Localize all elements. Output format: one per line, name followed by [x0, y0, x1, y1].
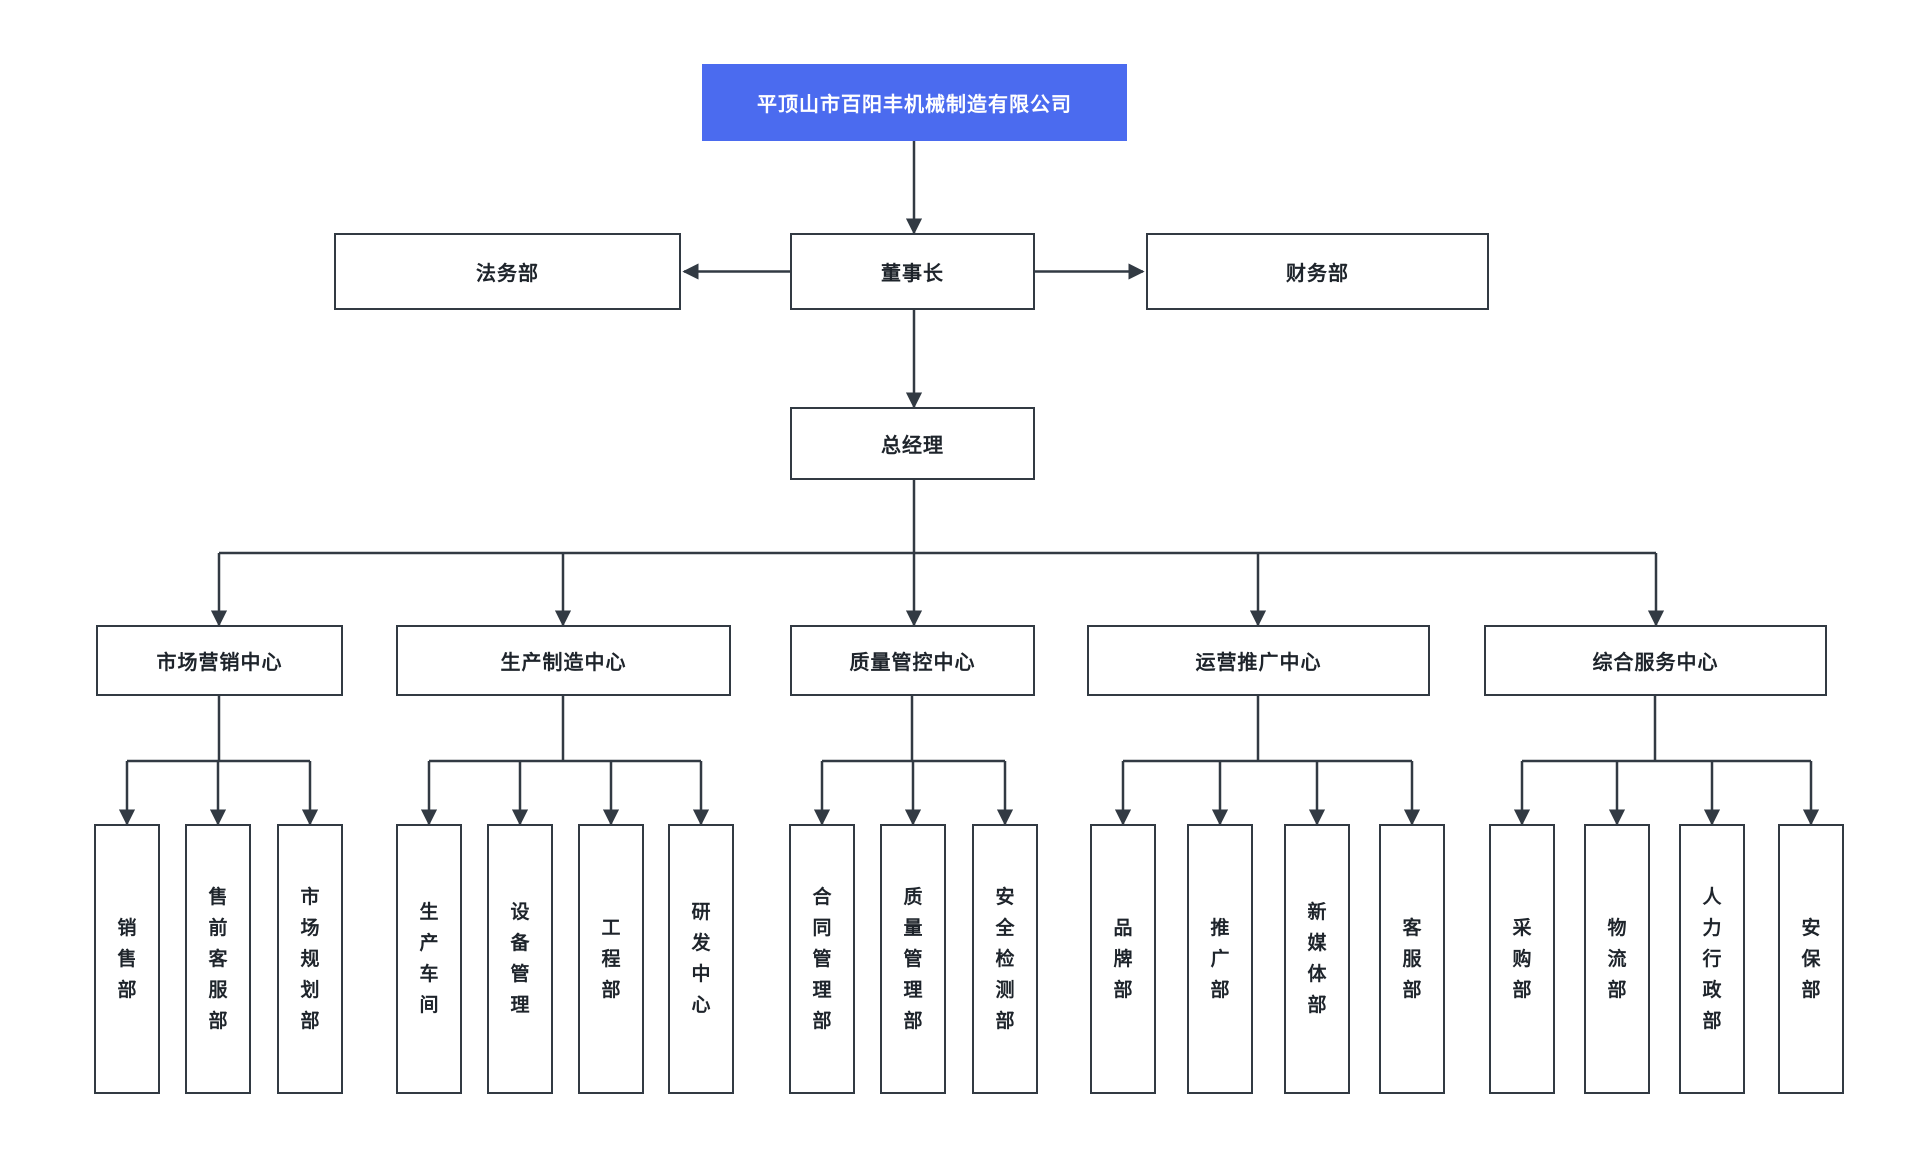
dept-rd-center-label: 研发中心 — [691, 901, 711, 1016]
general-manager-label: 总经理 — [881, 433, 944, 457]
dept-hr-admin-label: 人力行政部 — [1702, 885, 1722, 1032]
node-company-root: 平顶山市百阳丰机械制造有限公司 — [702, 64, 1127, 141]
node-dept-safety-inspection: 安全检测部 — [972, 824, 1038, 1094]
node-dept-presales-service: 售前客服部 — [185, 824, 251, 1094]
dept-security-label: 安保部 — [1801, 916, 1821, 1001]
dept-quality-management-label: 质量管理部 — [903, 885, 923, 1032]
node-dept-quality-management: 质量管理部 — [880, 824, 946, 1094]
center-production-label: 生产制造中心 — [500, 650, 627, 674]
node-legal-dept: 法务部 — [334, 233, 681, 310]
dept-market-planning-label: 市场规划部 — [300, 885, 320, 1032]
chairman-label: 董事长 — [881, 261, 944, 285]
node-center-production: 生产制造中心 — [396, 625, 731, 696]
node-chairman: 董事长 — [790, 233, 1035, 310]
node-finance-dept: 财务部 — [1146, 233, 1489, 310]
node-dept-engineering: 工程部 — [578, 824, 644, 1094]
node-center-services: 综合服务中心 — [1484, 625, 1827, 696]
node-center-operations: 运营推广中心 — [1087, 625, 1430, 696]
dept-production-workshop-label: 生产车间 — [419, 901, 439, 1016]
dept-presales-service-label: 售前客服部 — [208, 885, 228, 1032]
dept-engineering-label: 工程部 — [601, 916, 621, 1001]
node-dept-equipment-management: 设备管理 — [487, 824, 553, 1094]
dept-new-media-label: 新媒体部 — [1307, 901, 1327, 1016]
node-general-manager: 总经理 — [790, 407, 1035, 480]
dept-brand-label: 品牌部 — [1113, 916, 1133, 1001]
company-name-label: 平顶山市百阳丰机械制造有限公司 — [757, 92, 1072, 116]
node-dept-contract-management: 合同管理部 — [789, 824, 855, 1094]
node-dept-customer-service: 客服部 — [1379, 824, 1445, 1094]
dept-contract-management-label: 合同管理部 — [812, 885, 832, 1032]
node-center-marketing: 市场营销中心 — [96, 625, 343, 696]
node-dept-hr-admin: 人力行政部 — [1679, 824, 1745, 1094]
node-dept-market-planning: 市场规划部 — [277, 824, 343, 1094]
node-dept-sales: 销售部 — [94, 824, 160, 1094]
node-dept-production-workshop: 生产车间 — [396, 824, 462, 1094]
node-dept-promotion: 推广部 — [1187, 824, 1253, 1094]
center-marketing-label: 市场营销中心 — [156, 650, 283, 674]
center-operations-label: 运营推广中心 — [1195, 650, 1322, 674]
node-center-quality: 质量管控中心 — [790, 625, 1035, 696]
dept-procurement-label: 采购部 — [1512, 916, 1532, 1001]
center-services-label: 综合服务中心 — [1592, 650, 1719, 674]
node-dept-rd-center: 研发中心 — [668, 824, 734, 1094]
node-dept-security: 安保部 — [1778, 824, 1844, 1094]
dept-sales-label: 销售部 — [117, 916, 137, 1001]
finance-dept-label: 财务部 — [1286, 261, 1349, 285]
dept-promotion-label: 推广部 — [1210, 916, 1230, 1001]
center-quality-label: 质量管控中心 — [849, 650, 976, 674]
node-dept-logistics: 物流部 — [1584, 824, 1650, 1094]
dept-equipment-management-label: 设备管理 — [510, 901, 530, 1016]
dept-safety-inspection-label: 安全检测部 — [995, 885, 1015, 1032]
legal-dept-label: 法务部 — [476, 261, 539, 285]
node-dept-procurement: 采购部 — [1489, 824, 1555, 1094]
dept-logistics-label: 物流部 — [1607, 916, 1627, 1001]
node-dept-new-media: 新媒体部 — [1284, 824, 1350, 1094]
node-dept-brand: 品牌部 — [1090, 824, 1156, 1094]
dept-customer-service-label: 客服部 — [1402, 916, 1422, 1001]
